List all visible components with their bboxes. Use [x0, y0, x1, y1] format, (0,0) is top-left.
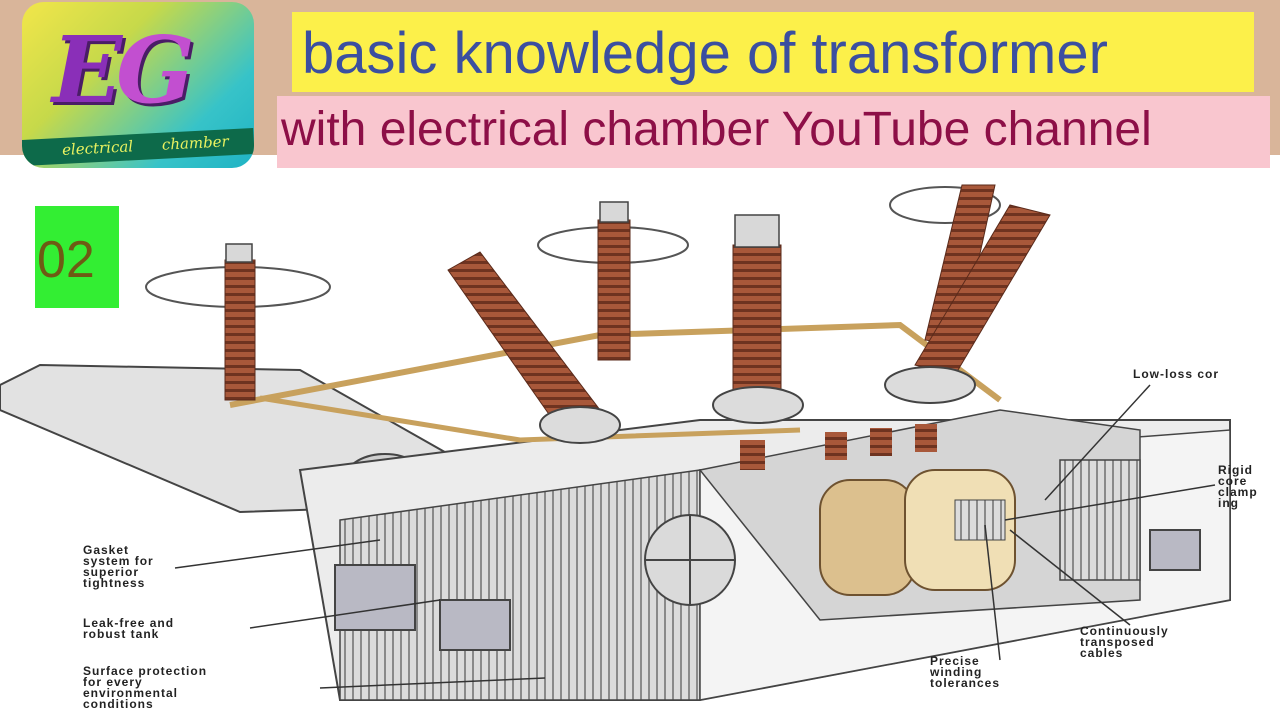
- title-banner-2: with electrical chamber YouTube channel: [277, 96, 1270, 168]
- callout-tank: Leak-free and robust tank: [83, 616, 175, 641]
- title-line-1: basic knowledge of transformer: [302, 21, 1108, 86]
- logo-monogram: EG: [52, 16, 195, 124]
- callout-core: Low-loss cor: [1133, 367, 1220, 381]
- bushing-5-pair: [884, 184, 1051, 404]
- callout-gasket: Gasket system for superior tightness: [83, 543, 154, 590]
- logo-caption-left: electrical: [61, 137, 134, 159]
- bushing-2: [537, 201, 689, 361]
- callout-surface: Surface protection for every environment…: [83, 664, 208, 711]
- title-banner-1: basic knowledge of transformer: [292, 12, 1254, 92]
- episode-badge: 02: [35, 206, 119, 308]
- callout-clamping: Rigid core clamp ing: [1218, 463, 1258, 510]
- episode-number: 02: [37, 231, 95, 289]
- bushing-4-angled: [447, 251, 621, 444]
- callout-winding: Precise winding tolerances: [930, 654, 1001, 690]
- core-cutaway: [698, 409, 1141, 621]
- title-line-2: with electrical chamber YouTube channel: [281, 103, 1152, 156]
- logo-caption-strip: electrical chamber: [22, 127, 254, 167]
- channel-logo: EG electrical chamber: [22, 2, 254, 168]
- bushing-1: [145, 243, 331, 401]
- bushing-3: [712, 214, 804, 424]
- logo-caption-right: chamber: [161, 132, 230, 154]
- callout-cables: Continuously transposed cables: [1080, 624, 1169, 660]
- leader-lines: [174, 384, 1216, 689]
- transformer-illustration: [0, 184, 1231, 701]
